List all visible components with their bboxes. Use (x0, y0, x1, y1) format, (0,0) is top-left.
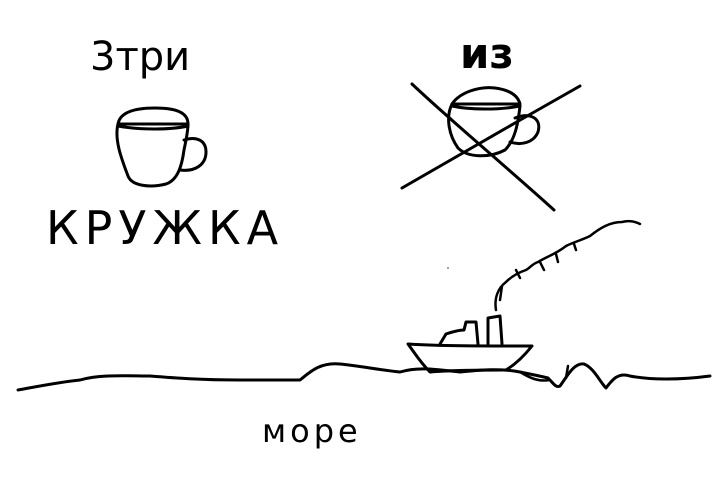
text-more: море (262, 412, 362, 450)
text-kruzhka-label: КРУЖКА (46, 201, 284, 255)
ship-icon (406, 219, 642, 374)
text-3tri: 3три (90, 34, 190, 80)
text-3tri-label: 3три (90, 34, 190, 80)
text-iz-label: из (460, 29, 514, 78)
text-more-label: море (262, 412, 362, 450)
text-kruzhka: КРУЖКА (46, 201, 284, 255)
dot (447, 267, 449, 269)
sea-line (16, 362, 712, 392)
crossed-cup-icon (400, 82, 582, 212)
text-iz: из (460, 29, 514, 78)
cup-icon (115, 106, 208, 188)
